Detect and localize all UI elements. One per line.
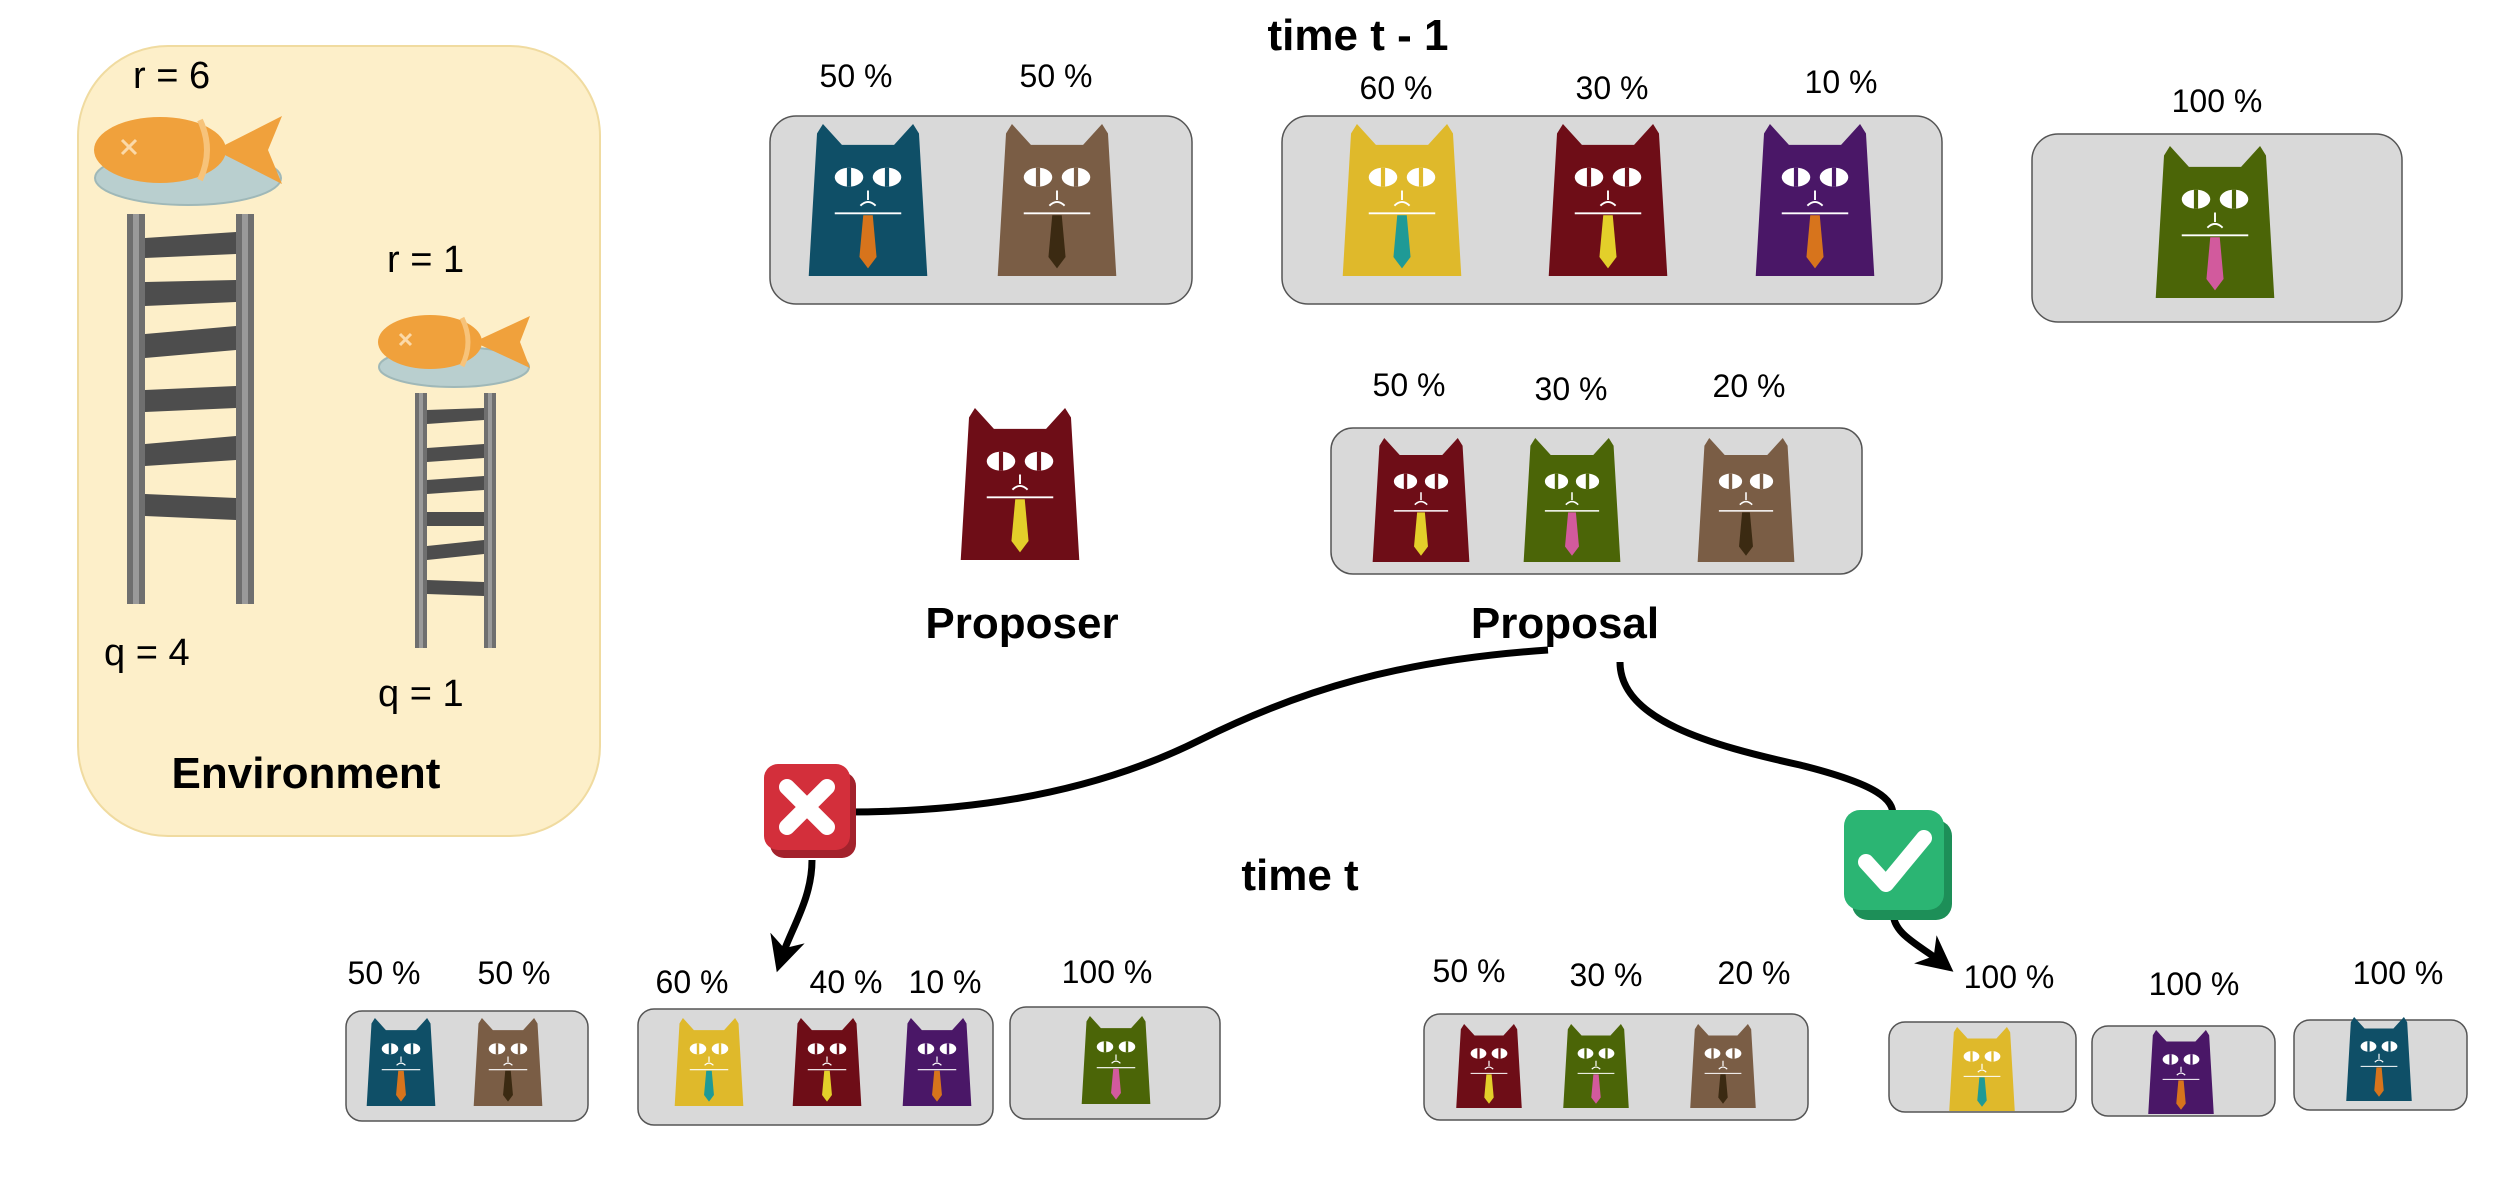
share-label: 20 % xyxy=(1718,955,1791,991)
cat-icon xyxy=(2148,1030,2214,1114)
coalition-layer: 50 %50 %60 %30 %10 %100 %50 %30 %20 %50 … xyxy=(345,58,2468,1126)
proposer-agent xyxy=(960,408,1080,560)
cat-icon xyxy=(674,1018,744,1106)
reject-arrow xyxy=(770,859,816,973)
share-label: 10 % xyxy=(1805,64,1878,100)
cat-icon xyxy=(366,1018,436,1106)
accept-connector xyxy=(1616,661,1897,816)
share-label: 60 % xyxy=(1360,70,1433,106)
ladder-icon xyxy=(127,214,254,604)
cat-icon xyxy=(1949,1027,2015,1111)
x-mark-icon xyxy=(764,764,856,858)
coalition-panel: 100 % xyxy=(2091,966,2276,1117)
coalition-panel: 50 % 50 % xyxy=(769,58,1193,305)
cat-icon xyxy=(1342,124,1462,276)
environment-panel: r = 6 r = 1 q = 4 q = 1 Environment xyxy=(77,45,601,837)
fish-small-reward-label: r = 1 xyxy=(387,239,464,281)
cat-icon xyxy=(808,124,928,276)
cat-icon xyxy=(1456,1024,1522,1108)
share-label: 50 % xyxy=(820,58,893,94)
ladder-big-cost-label: q = 4 xyxy=(104,632,190,674)
cat-icon xyxy=(1563,1024,1629,1108)
cat-icon xyxy=(1690,1024,1756,1108)
time-prev-heading: time t - 1 xyxy=(1268,11,1449,60)
cat-icon xyxy=(1697,438,1795,562)
share-label: 10 % xyxy=(909,964,982,1000)
coalition-panel: 50 % 30 % 20 % xyxy=(1330,367,1863,575)
share-label: 30 % xyxy=(1576,70,1649,106)
environment-title: Environment xyxy=(172,749,441,798)
cat-icon xyxy=(1523,438,1621,562)
ladder-small-cost-label: q = 1 xyxy=(378,673,464,715)
fish-icon xyxy=(94,116,282,206)
share-label: 60 % xyxy=(656,964,729,1000)
cat-icon xyxy=(960,408,1080,560)
cat-icon xyxy=(1755,124,1875,276)
share-label: 50 % xyxy=(1020,58,1093,94)
fish-icon xyxy=(378,315,530,388)
coalition-panel: 60 % 40 % 10 % xyxy=(637,964,994,1126)
time-now-heading: time t xyxy=(1241,851,1359,900)
coalition-panel: 100 % xyxy=(2031,83,2403,323)
share-label: 100 % xyxy=(2172,83,2263,119)
ladder-icon xyxy=(415,393,496,648)
share-label: 100 % xyxy=(1062,954,1153,990)
coalition-panel: 60 % 30 % 10 % xyxy=(1281,64,1943,305)
cat-icon xyxy=(902,1018,972,1106)
cat-icon xyxy=(997,124,1117,276)
cat-icon xyxy=(473,1018,543,1106)
cat-icon xyxy=(2346,1017,2412,1101)
share-label: 20 % xyxy=(1713,368,1786,404)
proposal-label: Proposal xyxy=(1471,599,1659,648)
decision-connectors xyxy=(770,646,1954,973)
check-mark-icon xyxy=(1844,810,1952,920)
share-label: 50 % xyxy=(348,955,421,991)
share-label: 40 % xyxy=(810,964,883,1000)
cat-icon xyxy=(1081,1016,1151,1104)
coalition-panel: 50 % 50 % xyxy=(345,955,589,1122)
share-label: 30 % xyxy=(1535,371,1608,407)
coalition-panel: 100 % xyxy=(1009,954,1221,1120)
share-label: 30 % xyxy=(1570,957,1643,993)
share-label: 100 % xyxy=(1964,959,2055,995)
share-label: 50 % xyxy=(478,955,551,991)
share-label: 100 % xyxy=(2353,955,2444,991)
coalition-panel: 100 % xyxy=(1888,959,2077,1113)
share-label: 100 % xyxy=(2149,966,2240,1002)
proposer-label: Proposer xyxy=(925,599,1118,648)
coalition-panel: 100 % xyxy=(2293,955,2468,1111)
share-label: 50 % xyxy=(1433,953,1506,989)
cat-icon xyxy=(1548,124,1668,276)
cat-icon xyxy=(792,1018,862,1106)
cat-icon xyxy=(2155,146,2275,298)
share-label: 50 % xyxy=(1373,367,1446,403)
coalition-panel: 50 % 30 % 20 % xyxy=(1423,953,1809,1121)
reject-connector xyxy=(844,646,1549,816)
fish-big-reward-label: r = 6 xyxy=(133,55,210,97)
cat-icon xyxy=(1372,438,1470,562)
